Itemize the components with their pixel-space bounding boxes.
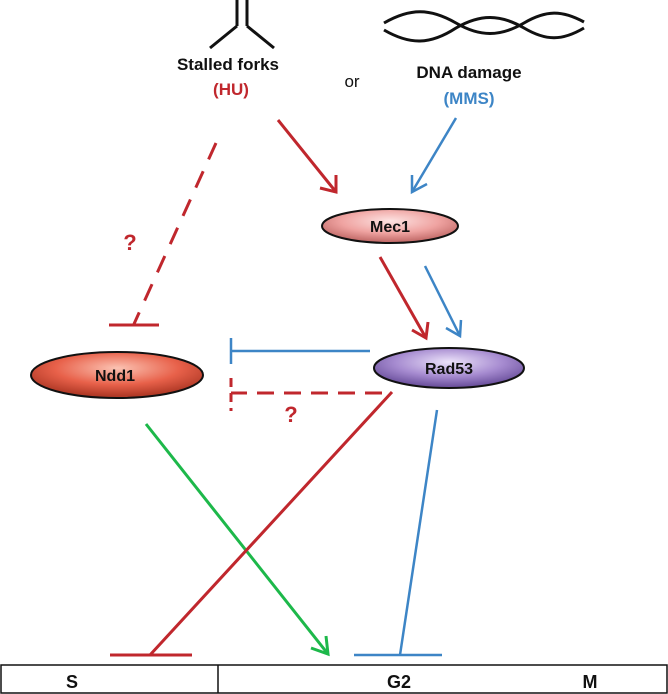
mec1-to-rad53-blue-arrow <box>423 265 463 339</box>
mec1-label: Mec1 <box>370 219 410 236</box>
phase-g2-label: G2 <box>387 672 411 692</box>
mms-to-mec1-arrow <box>410 117 458 195</box>
stalled-fork-icon <box>209 0 275 50</box>
question-mark-ndd1: ? <box>123 230 136 255</box>
ndd1-activates-g2-arrow <box>144 423 330 657</box>
rad53-node: Rad53 <box>373 347 525 389</box>
phase-s-label: S <box>66 672 78 692</box>
rad53-label: Rad53 <box>425 361 473 378</box>
mec1-to-rad53-red-arrow <box>378 256 430 341</box>
dna-damage-icon <box>383 10 585 43</box>
or-label: or <box>344 72 359 91</box>
hu-inhibits-ndd1-dashed <box>109 142 218 327</box>
ndd1-node: Ndd1 <box>30 351 204 399</box>
hu-to-mec1-arrow <box>276 119 338 194</box>
phase-m-label: M <box>583 672 598 692</box>
rad53-inhibits-ndd1-dashed <box>229 378 382 411</box>
hu-label: (HU) <box>213 80 249 99</box>
ndd1-label: Ndd1 <box>95 368 135 385</box>
cell-cycle-bar: S G2 M <box>0 664 668 694</box>
rad53-inhibits-g2 <box>354 409 442 657</box>
mms-label: (MMS) <box>444 89 495 108</box>
dna-damage-label: DNA damage <box>416 63 521 82</box>
mec1-node: Mec1 <box>321 208 459 244</box>
rad53-inhibits-s-phase <box>110 390 394 657</box>
question-mark-rad53: ? <box>284 402 297 427</box>
stalled-forks-label: Stalled forks <box>177 55 279 74</box>
rad53-inhibits-ndd1-blue <box>229 338 370 364</box>
